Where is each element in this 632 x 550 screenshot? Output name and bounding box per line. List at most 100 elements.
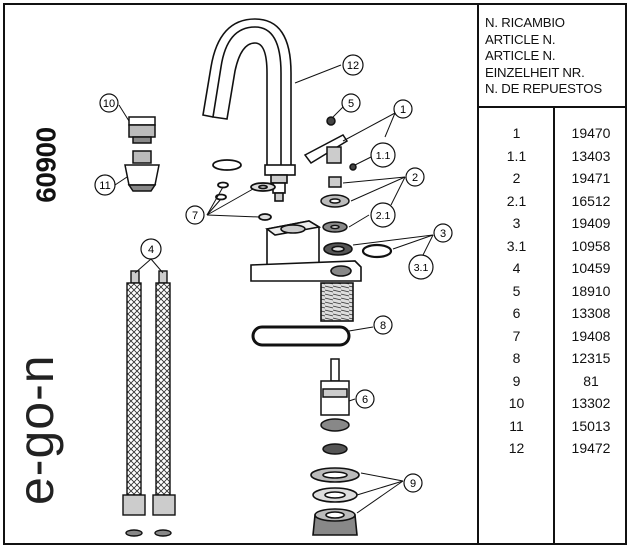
header-line-es: N. DE REPUESTOS <box>485 81 602 97</box>
gasket-part-7 <box>251 325 351 347</box>
model-number: 60900 <box>31 127 62 203</box>
part-ref: 7 <box>512 327 521 344</box>
callout-3-1: 3.1 <box>408 254 434 280</box>
article-number: 19472 <box>571 440 611 456</box>
svg-text:1: 1 <box>400 104 406 116</box>
callout-10: 11 <box>94 174 116 196</box>
article-number: 19408 <box>571 327 611 344</box>
callout-7: 8 <box>373 315 393 335</box>
part-ref: 3.1 <box>506 237 527 254</box>
part-ref: 2.1 <box>506 192 527 209</box>
header-line-fr: ARTICLE N. <box>485 48 556 64</box>
callout-11: 4 <box>140 238 162 260</box>
header-line-de: EINZELHEIT NR. <box>485 64 585 80</box>
article-number: 13403 <box>571 147 611 164</box>
aerator-part-9 <box>128 116 156 144</box>
table-row: 4 10459 <box>479 260 627 282</box>
callout-8: 9 <box>403 473 423 493</box>
table-row: 6 13308 <box>479 305 627 327</box>
callout-6: 7 <box>185 205 205 225</box>
article-number: 81 <box>583 372 599 389</box>
svg-text:e-go-n: e-go-n <box>8 354 64 505</box>
svg-text:8: 8 <box>380 320 386 332</box>
table-row: 5 18910 <box>479 283 627 305</box>
header-rule <box>479 106 627 108</box>
part-ref: 12 <box>508 440 525 456</box>
svg-text:1.1: 1.1 <box>376 150 391 162</box>
part-ref: 4 <box>512 260 521 276</box>
svg-text:7: 7 <box>192 210 198 222</box>
brand-logo: e-go-n <box>8 354 64 505</box>
article-number: 15013 <box>571 417 611 434</box>
article-number: 10958 <box>571 237 611 254</box>
spindle-part-10 <box>124 150 160 192</box>
table-divider <box>477 5 479 543</box>
callout-1-1: 1.1 <box>370 142 396 168</box>
part-ref: 6 <box>512 305 521 321</box>
svg-text:6: 6 <box>362 394 368 406</box>
callout-9: 10 <box>99 93 119 113</box>
article-number: 19471 <box>571 170 611 186</box>
part-ref: 5 <box>512 282 521 299</box>
part-ref: 11 <box>509 417 524 434</box>
table-row: 8 12315 <box>479 350 627 372</box>
table-row: 7 19408 <box>479 328 627 350</box>
header-line-en: ARTICLE N. <box>485 31 556 47</box>
svg-text:2: 2 <box>412 172 418 184</box>
fixing-kit-part-8 <box>310 467 360 536</box>
cartridge-part-5 <box>320 358 350 455</box>
article-number: 10459 <box>571 260 611 276</box>
article-number: 19409 <box>571 215 611 231</box>
callout-2: 2 <box>405 167 425 187</box>
callout-12: 12 <box>342 54 364 76</box>
svg-text:9: 9 <box>410 478 416 490</box>
article-number: 18910 <box>571 282 611 299</box>
nuts-part-2 <box>320 176 350 233</box>
table-row: 3.1 10958 <box>479 238 627 260</box>
washers-part-6 <box>212 159 276 221</box>
article-number: 12315 <box>571 350 611 366</box>
callout-4: 5 <box>341 93 361 113</box>
part-ref: 10 <box>508 395 525 411</box>
table-row: 1 19470 <box>479 125 627 147</box>
svg-text:3.1: 3.1 <box>414 262 429 274</box>
part-ref: 1.1 <box>506 147 527 164</box>
svg-text:5: 5 <box>348 98 354 110</box>
part-ref: 8 <box>512 350 521 366</box>
lever-handle-part-1 <box>303 116 357 171</box>
callout-2-1: 2.1 <box>370 202 396 228</box>
flex-hoses-part-11 <box>122 270 176 537</box>
callout-1: 1 <box>393 99 413 119</box>
parts-sheet: e-go-n <box>3 3 627 545</box>
exploded-diagram: e-go-n <box>8 18 453 537</box>
svg-text:12: 12 <box>347 60 359 72</box>
table-row: 9 81 <box>479 373 627 395</box>
part-ref: 9 <box>512 372 521 389</box>
svg-text:2.1: 2.1 <box>376 210 391 222</box>
svg-text:10: 10 <box>103 98 115 110</box>
table-row: 10 13302 <box>479 395 627 417</box>
table-row: 1.1 13403 <box>479 148 627 170</box>
article-number: 16512 <box>571 192 611 209</box>
article-number: 13302 <box>571 395 611 411</box>
part-ref: 2 <box>512 170 521 186</box>
table-row: 3 19409 <box>479 215 627 237</box>
svg-text:3: 3 <box>440 228 446 240</box>
callout-3: 3 <box>433 223 453 243</box>
header-line-it: N. RICAMBIO <box>485 15 565 30</box>
table-row: 2 19471 <box>479 170 627 192</box>
article-number: 19470 <box>571 125 611 141</box>
column-rule <box>553 107 555 543</box>
leader-lines <box>114 64 434 514</box>
table-header: N. RICAMBIO ARTICLE N. ARTICLE N. EINZEL… <box>485 15 627 98</box>
table-row: 12 19472 <box>479 440 627 462</box>
part-ref: 3 <box>512 215 521 231</box>
table-row: 11 15013 <box>479 418 627 440</box>
svg-text:4: 4 <box>148 244 154 256</box>
part-ref: 1 <box>512 125 521 141</box>
callout-5: 6 <box>355 389 375 409</box>
spout-part-12 <box>202 18 296 202</box>
svg-text:11: 11 <box>99 180 110 192</box>
article-number: 13308 <box>571 305 611 321</box>
table-row: 2.1 16512 <box>479 193 627 215</box>
